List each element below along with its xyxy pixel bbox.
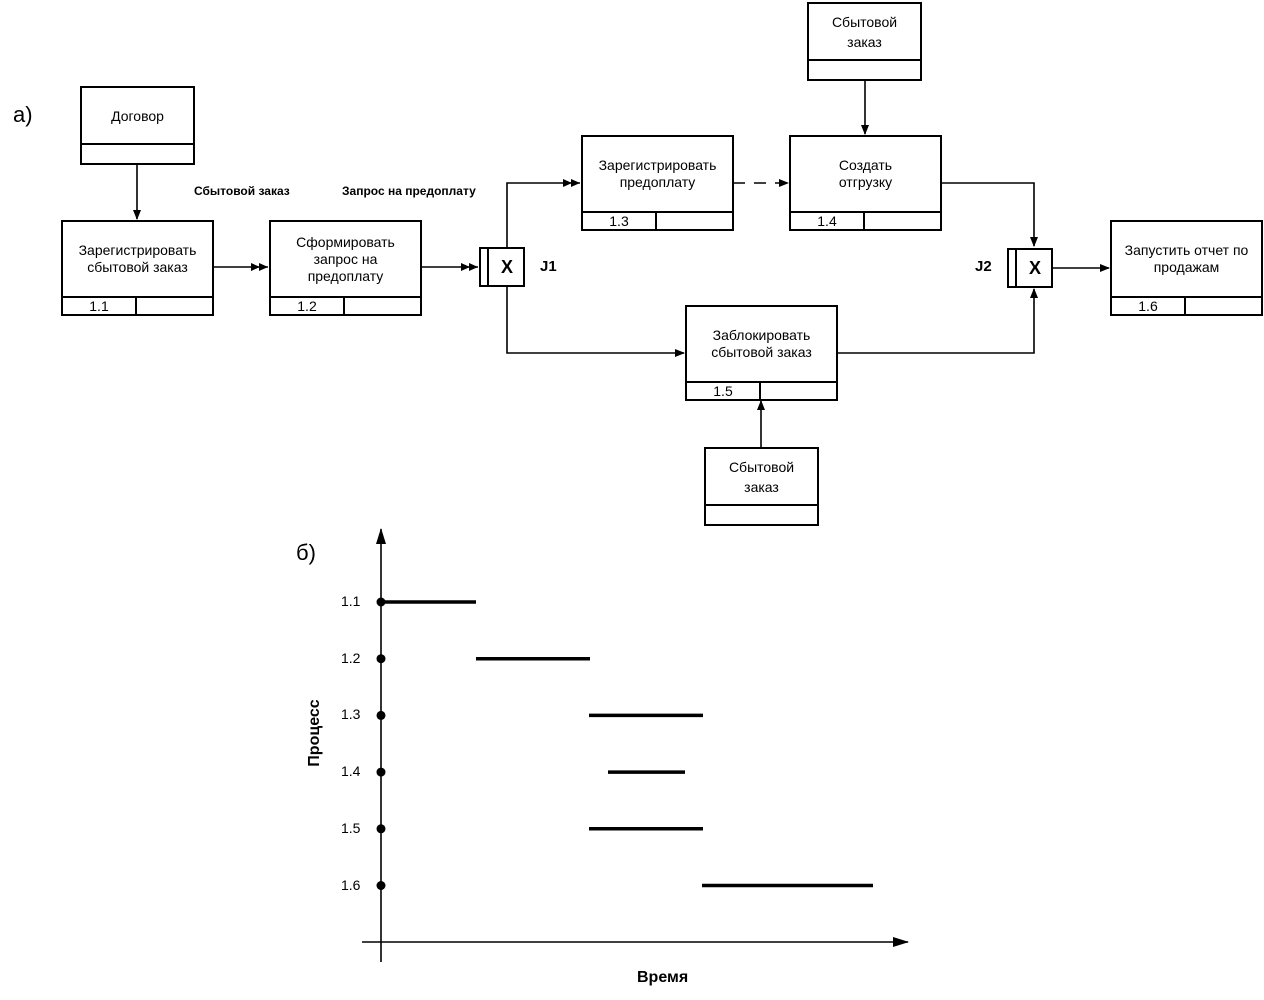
gantt-tick-label: 1.5	[341, 819, 361, 836]
gantt-x-axis-label: Время	[637, 969, 689, 986]
gantt-row-marker	[376, 767, 386, 777]
process-name: Запустить отчет по продажам	[1124, 242, 1249, 275]
process-number: 1.1	[63, 297, 137, 315]
referent-name: Сбытовой заказ	[728, 458, 795, 495]
gantt-tick-label: 1.6	[341, 876, 361, 893]
gantt-row-marker	[376, 654, 386, 664]
arrow-1-4-to-j2	[941, 182, 1038, 247]
referent-name: Сбытовой заказ	[831, 13, 898, 50]
gantt-tick-label: 1.2	[341, 649, 361, 666]
referent-footer	[82, 143, 193, 163]
flow-label-prepay-request: Запрос на предоплату	[342, 184, 476, 198]
gantt-row-marker	[376, 881, 386, 890]
process-number: 1.2	[271, 297, 345, 315]
gantt-tick-label: 1.4	[341, 763, 361, 780]
process-footer: 1.5	[687, 381, 836, 400]
gantt-row-marker	[376, 710, 386, 720]
process-name: Зарегистрировать предоплату	[598, 157, 717, 190]
junction-bar	[1015, 250, 1017, 286]
referent-footer	[809, 59, 920, 79]
junction-j2-label: J2	[975, 258, 992, 275]
process-number: 1.6	[1112, 297, 1186, 315]
process-footer: 1.4	[791, 211, 940, 230]
junction-symbol: X	[1028, 257, 1041, 278]
process-1-2[interactable]: Сформировать запрос на предоплату 1.2	[269, 220, 422, 316]
referent-name: Договор	[111, 107, 164, 124]
arrow-j1-to-1-5	[506, 287, 685, 357]
gantt-row-marker	[376, 824, 386, 834]
gantt-tick-label: 1.3	[341, 706, 361, 723]
referent-order-bottom[interactable]: Сбытовой заказ	[704, 447, 819, 526]
junction-j1-label: J1	[540, 258, 557, 275]
process-footer: 1.3	[583, 211, 732, 230]
junction-j2[interactable]: X	[1007, 248, 1053, 288]
process-name: Создать отгрузку	[838, 157, 893, 190]
process-footer: 1.1	[63, 296, 212, 315]
referent-order-top[interactable]: Сбытовой заказ	[807, 2, 922, 81]
process-number: 1.4	[791, 212, 865, 230]
part-a-label: а)	[13, 102, 33, 127]
referent-footer	[706, 504, 817, 524]
flow-label-sales-order: Сбытовой заказ	[194, 184, 290, 198]
process-name: Сформировать запрос на предоплату	[296, 233, 395, 284]
process-name: Заблокировать сбытовой заказ	[711, 327, 812, 360]
arrow-1-5-to-j2	[837, 288, 1038, 354]
process-number: 1.3	[583, 212, 657, 230]
gantt-y-axis-label: Процесс	[306, 699, 323, 767]
part-b-label: б)	[296, 540, 316, 565]
junction-bar	[487, 249, 489, 285]
process-name: Зарегистрировать сбытовой заказ	[78, 242, 197, 275]
gantt-tick-label: 1.1	[341, 593, 361, 609]
process-1-3[interactable]: Зарегистрировать предоплату 1.3	[581, 135, 734, 231]
junction-j1[interactable]: X	[479, 247, 525, 287]
arrow-j1-to-1-3	[506, 179, 580, 247]
process-footer: 1.2	[271, 296, 420, 315]
process-footer: 1.6	[1112, 296, 1261, 315]
referent-contract[interactable]: Договор	[80, 86, 195, 165]
process-number: 1.5	[687, 382, 761, 400]
process-1-6[interactable]: Запустить отчет по продажам 1.6	[1110, 220, 1263, 316]
process-1-4[interactable]: Создать отгрузку 1.4	[789, 135, 942, 231]
process-1-1[interactable]: Зарегистрировать сбытовой заказ 1.1	[61, 220, 214, 316]
junction-symbol: X	[500, 256, 513, 277]
process-1-5[interactable]: Заблокировать сбытовой заказ 1.5	[685, 305, 838, 401]
